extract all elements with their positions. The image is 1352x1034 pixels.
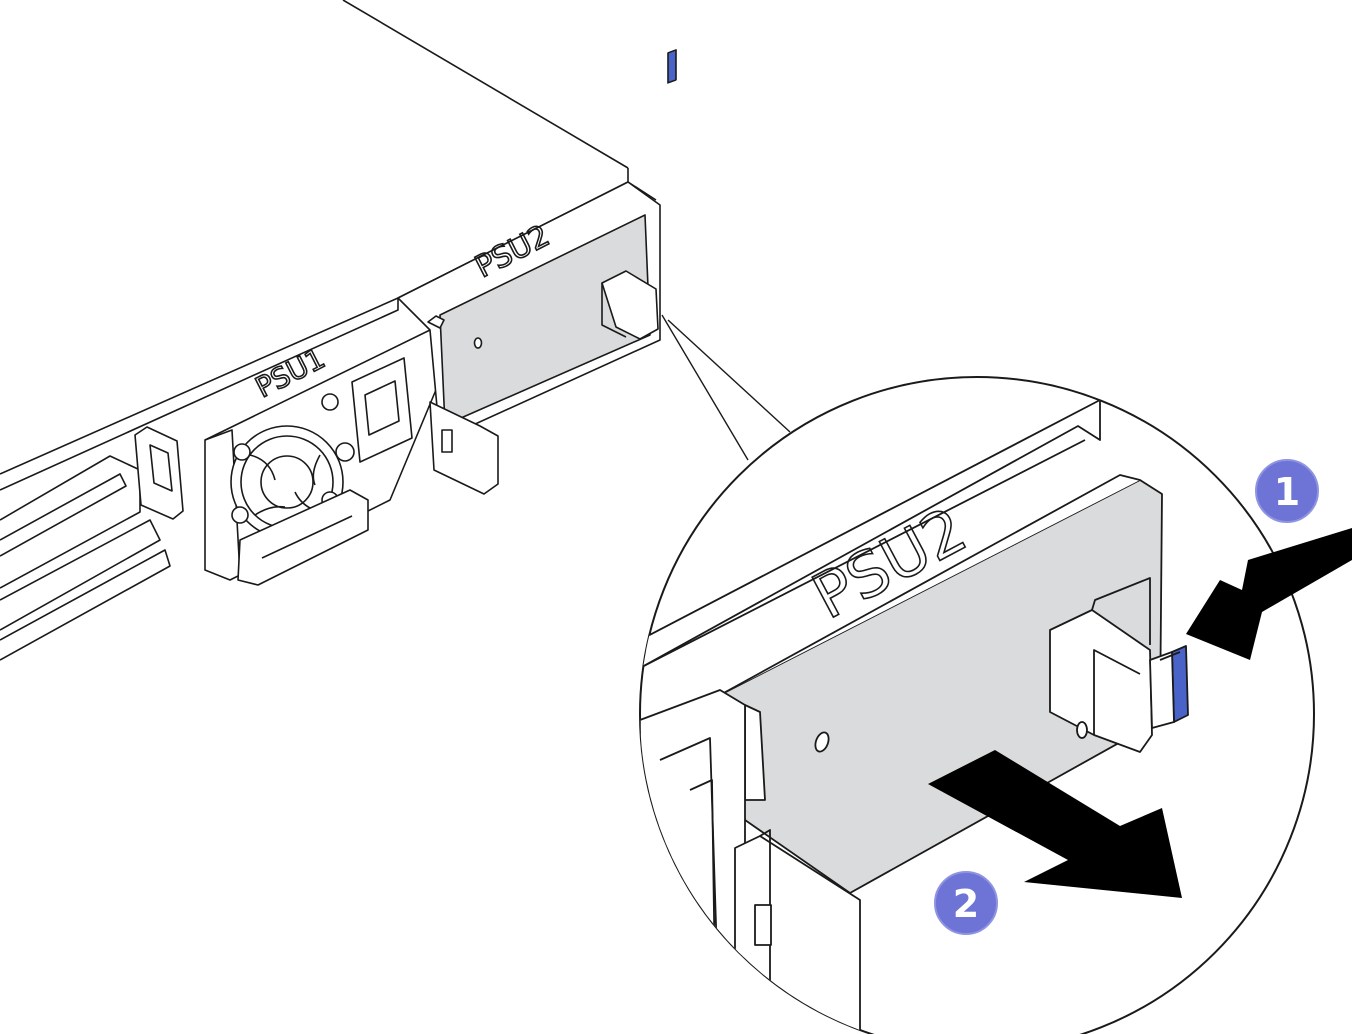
- step-1-number: 1: [1274, 470, 1300, 514]
- psu1-module[interactable]: [204, 329, 439, 586]
- zoom-detail: PSU2: [639, 376, 1315, 1034]
- step-1-callout: 1: [1255, 459, 1319, 523]
- push-latch-arrow: [1186, 528, 1352, 660]
- power-inlet[interactable]: [335, 357, 413, 463]
- pull-out-arrow: [928, 750, 1182, 898]
- step-2-callout: 2: [934, 871, 998, 935]
- callout-leader: [661, 314, 791, 461]
- psu2-release-latch[interactable]: [667, 49, 677, 84]
- step-2-number: 2: [953, 882, 979, 926]
- psu2-bay[interactable]: [397, 49, 677, 495]
- psu1-handle[interactable]: [237, 489, 369, 586]
- server-chassis: [0, 0, 657, 661]
